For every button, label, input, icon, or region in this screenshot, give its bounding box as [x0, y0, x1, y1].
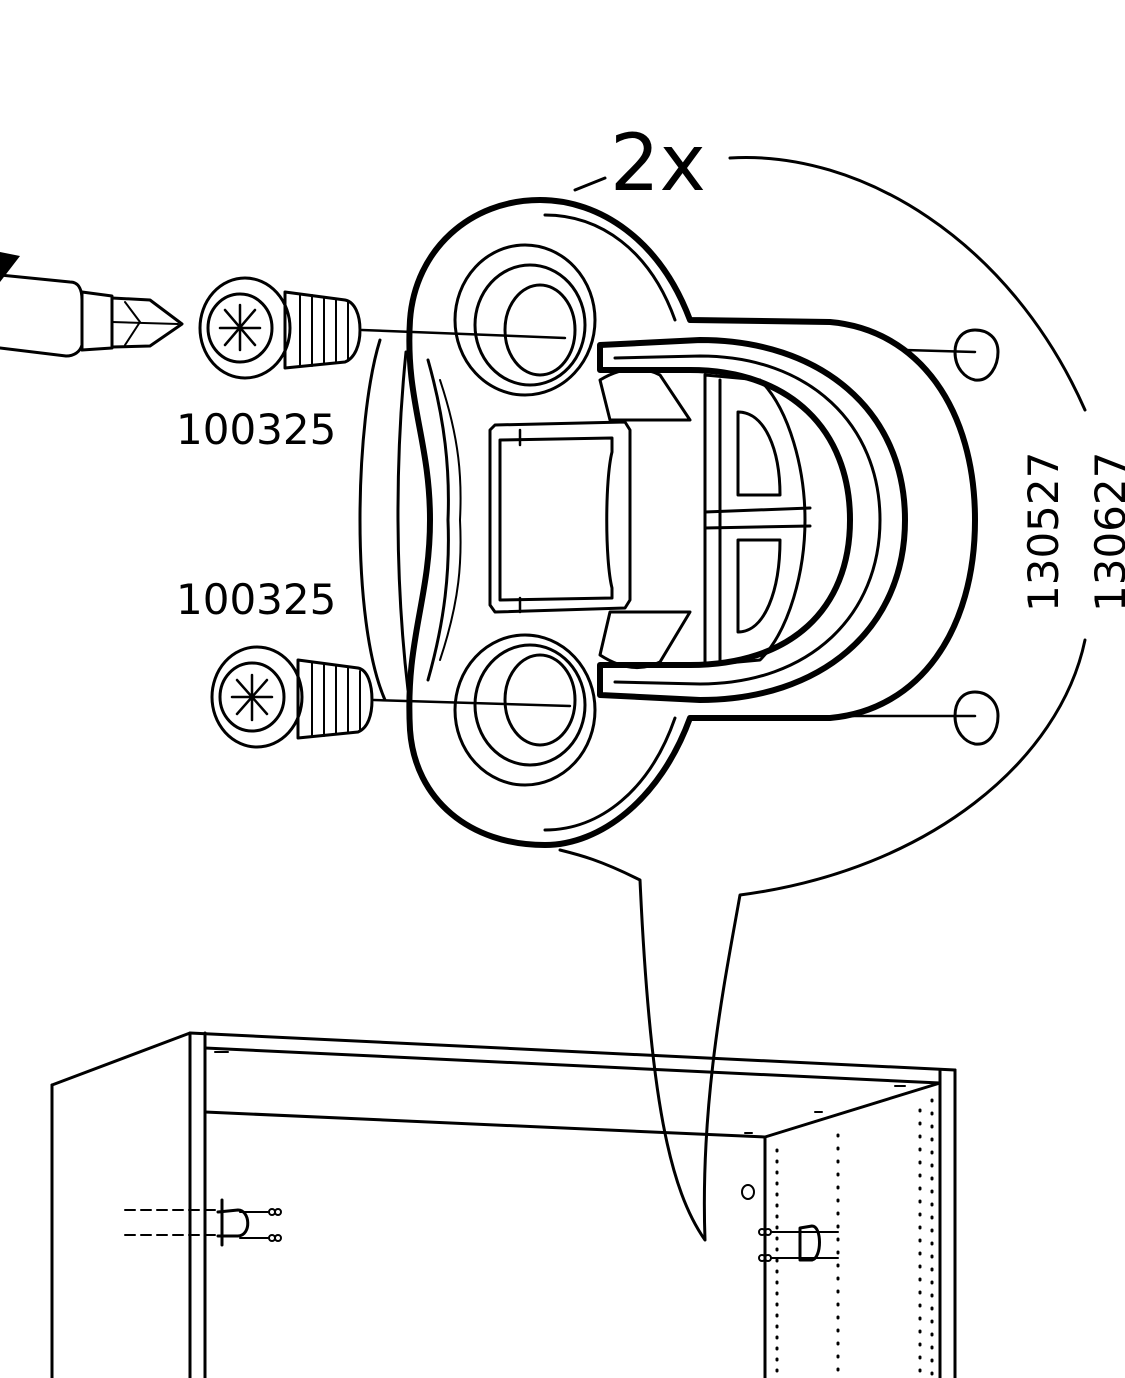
- screw-icon-top: [198, 276, 362, 380]
- bracket-part-number-a: 130527: [1019, 452, 1068, 612]
- quantity-label: 2x: [610, 119, 706, 209]
- bracket-part-number-b: 130627: [1086, 452, 1125, 612]
- screw-guide-lines: [360, 328, 572, 708]
- hinge-bracket-icon: [358, 197, 978, 848]
- screw-top-part-number: 100325: [176, 405, 336, 454]
- bracket-guide-lines: [838, 328, 1000, 746]
- screw-icon-bottom: [210, 645, 374, 749]
- screwdriver-bit-icon: [0, 252, 184, 358]
- cabinet-icon: [50, 1031, 957, 1378]
- screw-bottom-part-number: 100325: [176, 575, 336, 624]
- callout-bubble: 2x: [558, 119, 1087, 1242]
